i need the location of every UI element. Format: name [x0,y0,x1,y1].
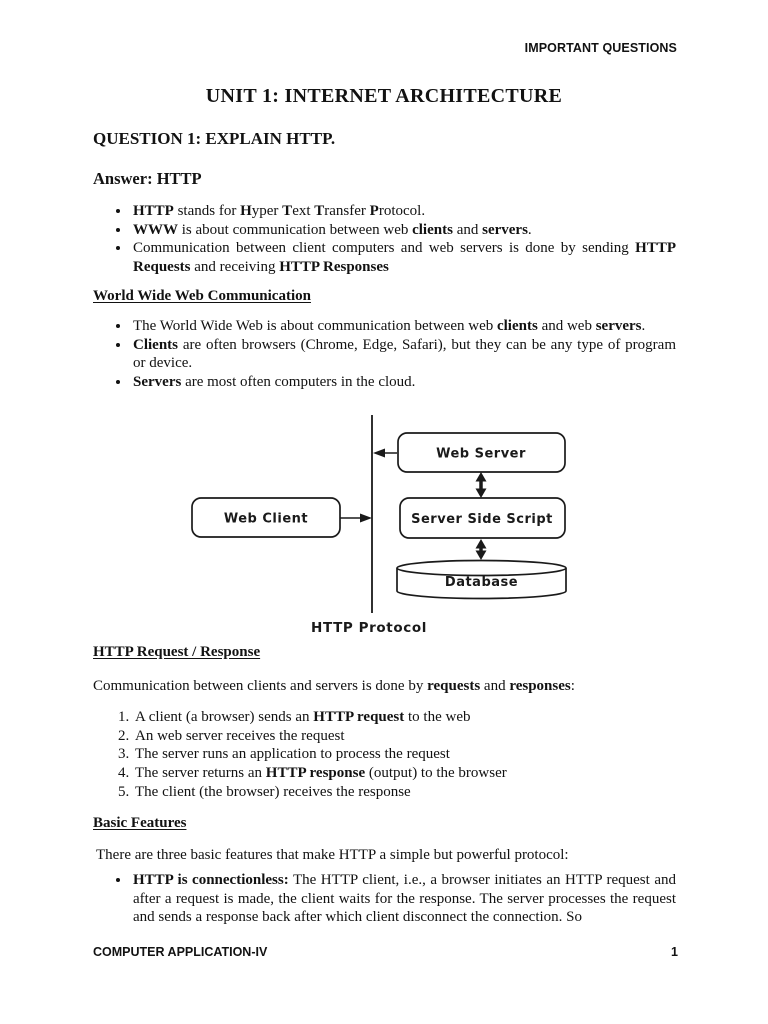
request-response-intro: Communication between clients and server… [93,677,676,696]
left-arrowhead-icon [373,448,385,458]
text-segment: is about communication between web [178,221,413,238]
bullet-item: WWW is about communication between web c… [131,221,676,240]
page-title: UNIT 1: INTERNET ARCHITECTURE [205,85,563,107]
text-segment: HTTP [133,203,174,219]
request-response-step-list: A client (a browser) sends an HTTP reque… [93,708,676,802]
request-response-heading: HTTP Request / Response [93,644,261,660]
text-segment: The World Wide Web is about communicatio… [133,318,497,334]
bullet-item: Communication between client computers a… [131,239,676,276]
text-segment: stands for [173,203,241,219]
down-arrowhead-icon [475,550,487,560]
up-arrowhead-icon [475,472,487,482]
text-segment: . [641,318,646,334]
text-segment: The server returns an [135,765,266,782]
right-arrowhead-icon [360,513,372,523]
text-segment: servers [482,221,528,238]
server-side-script-box [399,497,566,539]
http-architecture-diagram: Web Server Web Client Server Side Script… [191,415,567,636]
step-item: A client (a browser) sends an HTTP reque… [133,708,676,727]
text-segment: Servers [133,374,182,391]
footer-course-label: COMPUTER APPLICATION-IV [93,945,268,959]
text-segment: to the web [404,709,471,725]
text-segment: An web server receives the request [135,727,345,744]
text-segment: HTTP request [313,709,405,725]
text-segment: HTTP Requests [133,240,676,276]
footer-page-number: 1 [671,945,678,959]
server-side-script-label: Server Side Script [411,512,553,527]
header-label: IMPORTANT QUESTIONS [524,41,677,55]
text-segment: . [527,221,532,238]
bullet-item: HTTP stands for Hyper Text Transfer Prot… [131,202,676,221]
text-segment: T [282,203,293,219]
text-segment: P [369,203,379,219]
text-segment: ransfer [324,203,370,219]
database-cylinder-top [396,559,567,577]
text-segment: are often browsers (Chrome, Edge, Safari… [133,336,676,372]
text-segment: WWW [133,221,178,238]
text-segment: H [240,203,252,219]
text-segment: Clients [133,336,178,353]
web-server-label: Web Server [436,447,526,462]
text-segment: and receiving [190,259,280,276]
step-item: The server runs an application to proces… [133,745,676,764]
text-segment: T [314,203,325,219]
text-segment: The client (the browser) receives the re… [135,783,411,800]
www-bullet-list: The World Wide Web is about communicatio… [93,317,676,392]
text-segment: : [570,678,575,694]
step-item: The client (the browser) receives the re… [133,783,676,802]
text-segment: and [452,221,483,238]
text-segment: and [480,678,510,694]
diagram-caption: HTTP Protocol [311,620,427,636]
text-segment: yper [251,203,283,219]
text-segment: are most often computers in the cloud. [181,374,416,391]
bullet-item: Clients are often browsers (Chrome, Edge… [131,336,676,373]
basic-features-intro: There are three basic features that make… [96,847,569,863]
up-arrowhead-icon [475,539,487,549]
basic-features-bullet-list: HTTP is connectionless: The HTTP client,… [93,871,676,927]
www-section-heading: World Wide Web Communication [93,288,311,304]
bullet-item: Servers are most often computers in the … [131,373,676,392]
bullet-item: HTTP is connectionless: The HTTP client,… [131,871,676,927]
text-segment: rotocol. [378,203,426,219]
text-segment: Communication between client computers a… [133,240,636,257]
text-segment: responses [509,678,571,694]
database-label: Database [445,575,518,590]
text-segment: and web [537,318,596,334]
database-cylinder-body [396,568,567,600]
text-segment: The HTTP client, i.e., a browser initiat… [133,872,676,926]
step-item: An web server receives the request [133,727,676,746]
text-segment: clients [412,221,453,238]
text-segment: Communication between clients and server… [93,678,428,694]
answer-heading: Answer: HTTP [93,169,202,188]
web-server-box [397,432,566,473]
text-segment: ext [292,203,315,219]
question-heading: QUESTION 1: EXPLAIN HTTP. [93,129,336,148]
text-segment: HTTP response [265,765,366,782]
text-segment: HTTP Responses [279,259,389,276]
intro-bullet-list: HTTP stands for Hyper Text Transfer Prot… [93,202,676,277]
text-segment: servers [595,318,642,334]
text-segment: clients [496,318,538,334]
text-segment: requests [427,678,481,694]
web-client-label: Web Client [224,512,308,527]
text-segment: HTTP is connectionless: [133,872,289,888]
basic-features-heading: Basic Features [93,815,187,831]
text-segment: The server runs an application to proces… [135,746,450,763]
text-segment: A client (a browser) sends an [135,709,314,725]
down-arrowhead-icon [475,488,487,498]
step-item: The server returns an HTTP response (out… [133,764,676,783]
bullet-item: The World Wide Web is about communicatio… [131,317,676,336]
text-segment: (output) to the browser [365,765,507,782]
